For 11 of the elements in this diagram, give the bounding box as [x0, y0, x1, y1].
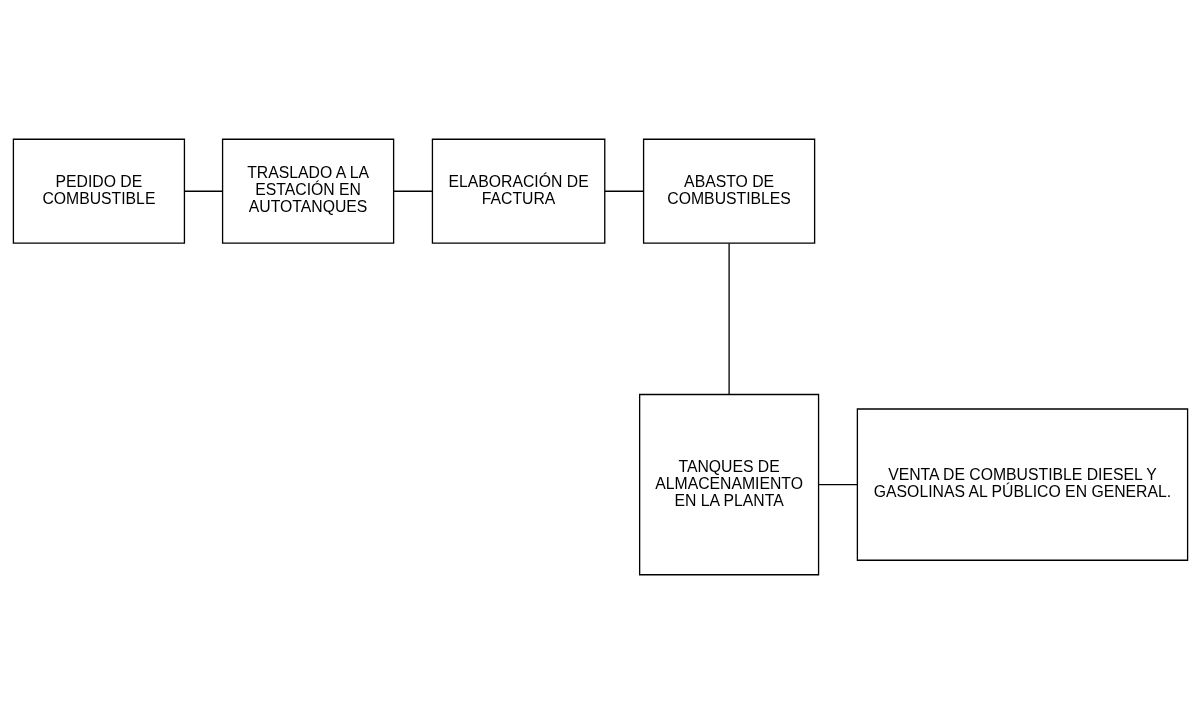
node-box: TRASLADO A LA ESTACIÓN EN AUTOTANQUES — [221, 138, 395, 244]
connector — [393, 190, 433, 192]
node-box: ABASTO DE COMBUSTIBLES — [642, 138, 816, 244]
connector — [818, 483, 858, 485]
connector — [728, 242, 730, 395]
node-box: VENTA DE COMBUSTIBLE DIESEL Y GASOLINAS AL PÚBLICO EN GENERAL. — [856, 407, 1189, 561]
node-box: PEDIDO DE COMBUSTIBLE — [12, 138, 186, 244]
connector — [184, 190, 223, 192]
node-box: ELABORACIÓN DE FACTURA — [431, 138, 606, 244]
node-box: TANQUES DE ALMACENAMIENTO EN LA PLANTA — [639, 393, 820, 575]
connector — [604, 190, 644, 192]
